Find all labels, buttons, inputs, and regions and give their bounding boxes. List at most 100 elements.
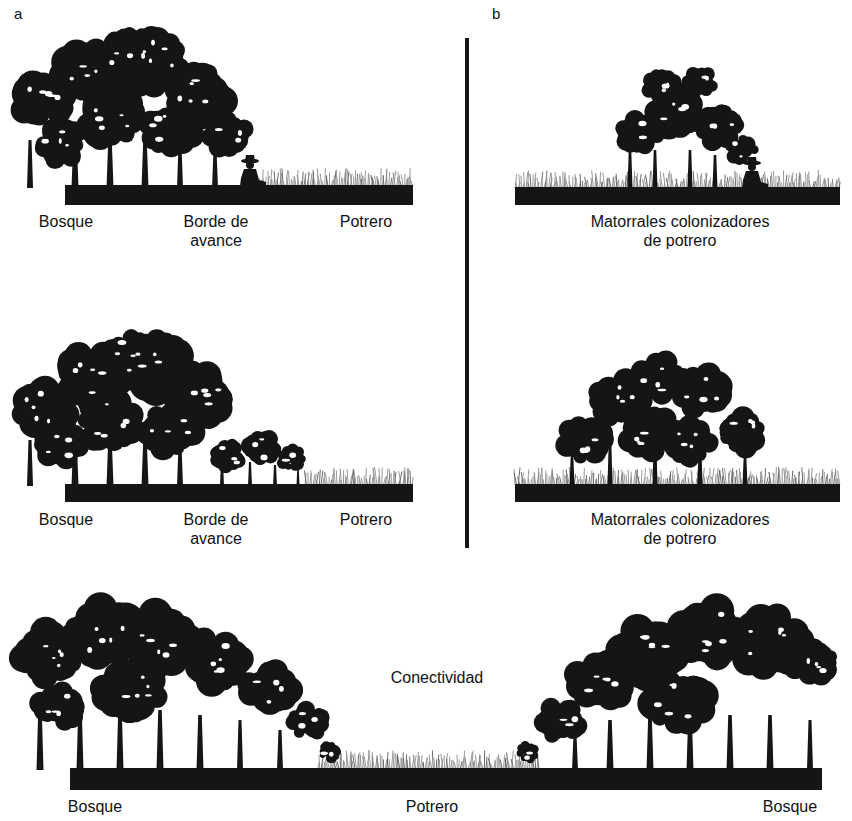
grass-blade	[735, 477, 737, 485]
foliage-gap	[149, 58, 152, 62]
grass-blade	[393, 172, 395, 186]
foliage-blob	[141, 72, 167, 98]
grass-blade	[812, 478, 813, 485]
grass-blade	[741, 177, 742, 188]
grass-blade	[598, 474, 600, 485]
grass-blade	[732, 178, 734, 188]
grass-blade	[593, 473, 594, 485]
foliage-blob	[167, 400, 193, 426]
foliage-gap	[41, 139, 48, 144]
foliage-blob	[83, 95, 101, 113]
grass-blade	[353, 177, 354, 186]
grass-blade	[565, 178, 567, 188]
colonizing-shrubs	[615, 67, 758, 188]
grass-blade	[321, 471, 323, 485]
grass-blade	[599, 172, 601, 188]
grass-blade	[712, 468, 714, 485]
grass-blade	[728, 176, 730, 188]
grass-blade	[649, 171, 650, 188]
foliage-blob	[173, 104, 196, 127]
grass-blade	[314, 178, 315, 186]
grass-blade	[380, 754, 381, 768]
foliage-blob	[65, 50, 99, 84]
grass-blade	[718, 474, 720, 485]
grass-blade	[344, 172, 345, 186]
foliage-blob	[293, 459, 304, 470]
foliage-gap	[89, 391, 96, 394]
grass-blade	[291, 179, 292, 186]
grass-blade	[660, 477, 661, 485]
foliage-gap	[681, 443, 688, 446]
grass-blade	[341, 753, 343, 768]
grass-blade	[524, 172, 525, 188]
grass-blade	[794, 475, 796, 485]
foliage-gap	[730, 422, 738, 425]
grass-blade	[686, 173, 687, 188]
foliage-gap	[592, 438, 599, 441]
grass-blade	[346, 753, 348, 768]
grass-blade	[809, 181, 811, 188]
grass-blade	[728, 179, 730, 188]
foliage-gap	[662, 88, 666, 92]
grass-blade	[805, 172, 807, 188]
grass-blade	[391, 473, 392, 485]
grass-blade	[591, 178, 593, 188]
grass-blade	[820, 477, 822, 485]
foliage-gap	[34, 416, 38, 422]
grass-blade	[551, 173, 553, 188]
grass-blade	[673, 475, 675, 485]
foliage-gap	[235, 138, 241, 143]
grass-blade	[823, 472, 825, 485]
grass-blade	[360, 752, 362, 768]
grass-blade	[408, 468, 409, 485]
grass-blade	[596, 176, 598, 188]
grass-blade	[350, 174, 352, 186]
grass-blade	[374, 176, 376, 186]
grass-blade	[718, 470, 720, 485]
grass-blade	[609, 178, 611, 188]
grass-blade	[831, 179, 833, 188]
foliage-blob	[115, 429, 133, 447]
foliage-gap	[70, 77, 74, 81]
grass-blade	[670, 474, 671, 485]
foliage-gap	[739, 155, 742, 157]
grass-blade	[636, 173, 638, 188]
grass-blade	[600, 470, 602, 485]
foliage-gap	[45, 91, 53, 96]
foliage-gap	[119, 114, 123, 116]
grass-blade	[406, 179, 408, 186]
grass-blade	[731, 176, 732, 188]
grass-blade	[808, 468, 809, 485]
foliage-gap	[114, 52, 119, 54]
tree-trunk	[570, 455, 575, 485]
grass-blade	[779, 469, 781, 485]
grass-blade	[339, 172, 341, 186]
grass-blade	[521, 473, 523, 485]
grass-blade	[683, 178, 685, 188]
foliage-gap	[639, 135, 647, 139]
grass	[304, 467, 413, 485]
grass-blade	[365, 468, 367, 485]
person-head	[748, 163, 756, 171]
grass-blade	[728, 470, 730, 485]
grass-blade	[368, 761, 370, 768]
ground-bar	[65, 484, 413, 502]
grass-blade	[724, 174, 726, 188]
foliage-blob	[54, 119, 77, 142]
foliage-blob	[225, 440, 239, 454]
grass-blade	[336, 170, 337, 186]
foliage-gap	[165, 430, 171, 432]
grass-blade	[542, 172, 543, 188]
foliage-gap	[123, 419, 130, 424]
grass-blade	[538, 468, 539, 485]
grass-blade	[540, 474, 541, 485]
grass-blade	[304, 470, 306, 485]
grass-blade	[782, 468, 783, 485]
grass-blade	[736, 173, 738, 188]
foliage-blob	[228, 452, 243, 467]
foliage-blob	[83, 421, 110, 448]
grass-blade	[356, 174, 358, 186]
person-figure	[240, 155, 266, 186]
foliage-gap	[231, 457, 237, 460]
grass-blade	[310, 470, 312, 485]
